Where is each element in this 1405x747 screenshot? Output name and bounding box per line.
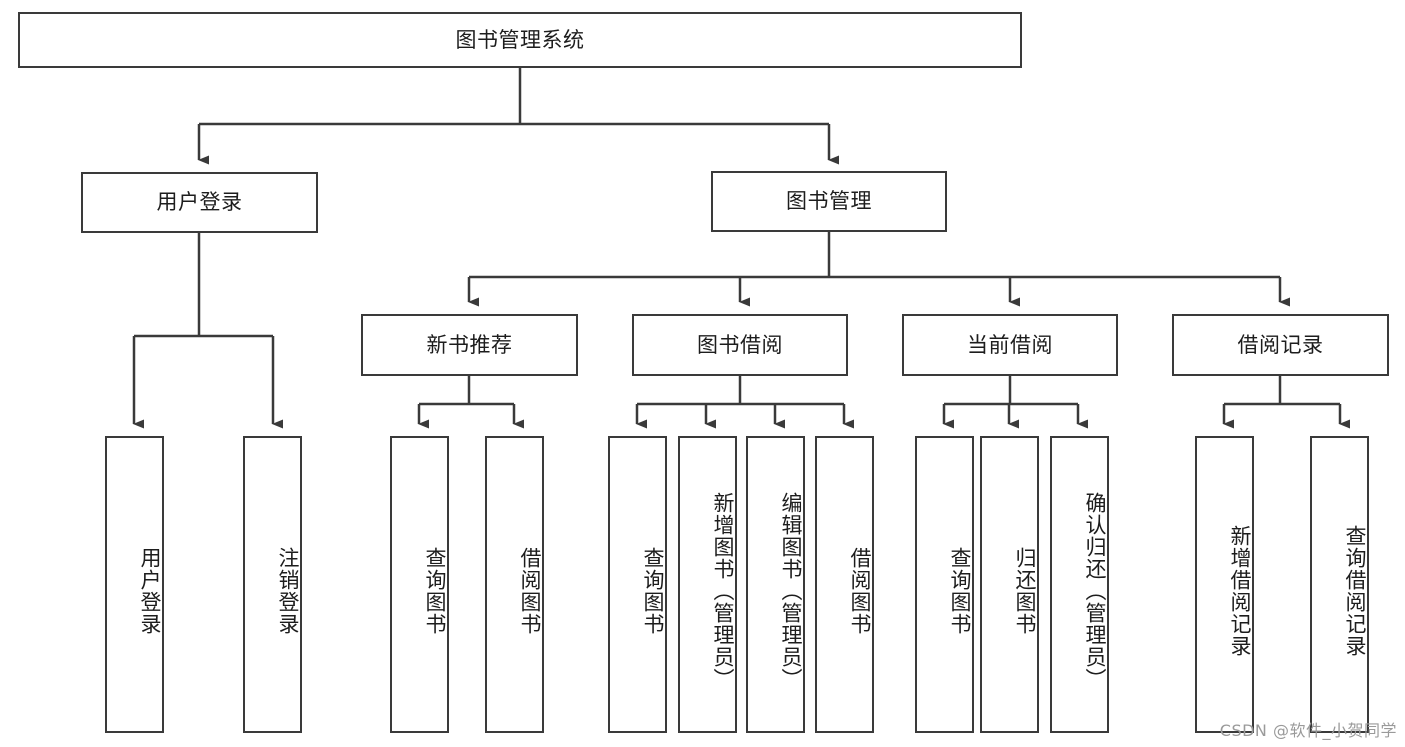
leaf-book-borrow-add[interactable]: 新增图书（管理员） xyxy=(678,436,737,733)
node-book-borrow-label: 图书借阅 xyxy=(697,332,783,357)
leaf-user-login-logout-label: 注销登录 xyxy=(276,546,300,635)
watermark: CSDN @软件_小贺同学 xyxy=(1219,721,1397,740)
leaf-new-book-query-label: 查询图书 xyxy=(423,546,447,635)
node-new-book-recommend-label: 新书推荐 xyxy=(426,332,513,357)
node-borrow-record-label: 借阅记录 xyxy=(1237,332,1324,357)
node-new-book-recommend[interactable]: 新书推荐 xyxy=(361,314,578,376)
leaf-book-borrow-edit-label: 编辑图书（管理员） xyxy=(779,491,803,690)
node-root-system[interactable]: 图书管理系统 xyxy=(18,12,1022,68)
node-book-management-label: 图书管理 xyxy=(786,189,872,214)
leaf-book-borrow-borrow-label: 借阅图书 xyxy=(848,546,872,635)
leaf-current-borrow-return[interactable]: 归还图书 xyxy=(980,436,1039,733)
leaf-current-borrow-query[interactable]: 查询图书 xyxy=(915,436,974,733)
node-current-borrow[interactable]: 当前借阅 xyxy=(902,314,1118,376)
leaf-new-book-query[interactable]: 查询图书 xyxy=(390,436,449,733)
node-current-borrow-label: 当前借阅 xyxy=(967,332,1053,357)
leaf-borrow-record-add-label: 新增借阅记录 xyxy=(1228,524,1252,657)
leaf-book-borrow-edit[interactable]: 编辑图书（管理员） xyxy=(746,436,805,733)
node-root-system-label: 图书管理系统 xyxy=(455,27,585,52)
node-book-borrow[interactable]: 图书借阅 xyxy=(632,314,848,376)
leaf-current-borrow-confirm-return-label: 确认归还（管理员） xyxy=(1083,491,1107,690)
leaf-current-borrow-return-label: 归还图书 xyxy=(1013,546,1037,635)
leaf-current-borrow-confirm-return[interactable]: 确认归还（管理员） xyxy=(1050,436,1109,733)
leaf-book-borrow-query-label: 查询图书 xyxy=(641,546,665,635)
leaf-new-book-borrow[interactable]: 借阅图书 xyxy=(485,436,544,733)
node-borrow-record[interactable]: 借阅记录 xyxy=(1172,314,1389,376)
leaf-book-borrow-query[interactable]: 查询图书 xyxy=(608,436,667,733)
leaf-user-login-login-label: 用户登录 xyxy=(138,546,162,635)
leaf-borrow-record-add[interactable]: 新增借阅记录 xyxy=(1195,436,1254,733)
leaf-book-borrow-add-label: 新增图书（管理员） xyxy=(711,491,735,690)
leaf-user-login-logout[interactable]: 注销登录 xyxy=(243,436,302,733)
leaf-current-borrow-query-label: 查询图书 xyxy=(948,546,972,635)
leaf-borrow-record-query-label: 查询借阅记录 xyxy=(1343,524,1367,657)
leaf-book-borrow-borrow[interactable]: 借阅图书 xyxy=(815,436,874,733)
node-user-login[interactable]: 用户登录 xyxy=(81,172,318,233)
node-book-management[interactable]: 图书管理 xyxy=(711,171,947,232)
leaf-new-book-borrow-label: 借阅图书 xyxy=(518,546,542,635)
leaf-user-login-login[interactable]: 用户登录 xyxy=(105,436,164,733)
node-user-login-label: 用户登录 xyxy=(156,190,243,215)
leaf-borrow-record-query[interactable]: 查询借阅记录 xyxy=(1310,436,1369,733)
